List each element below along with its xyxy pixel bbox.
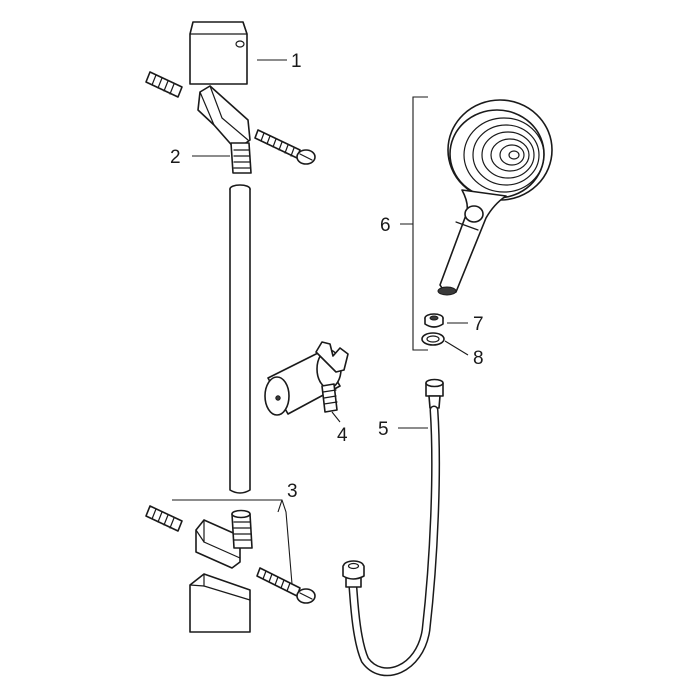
- sealing-ring: [421, 332, 445, 346]
- bottom-wall-bracket: [195, 509, 253, 569]
- callout-5: 5: [378, 419, 389, 440]
- top-wall-plug: [145, 71, 183, 98]
- top-screw: [254, 129, 316, 165]
- callout-1: 1: [291, 51, 302, 72]
- callout-8: 8: [473, 348, 484, 369]
- top-wall-bracket: [197, 85, 252, 174]
- callout-7: 7: [473, 314, 484, 335]
- bottom-screw: [256, 567, 316, 604]
- bottom-cover-cap: [189, 573, 251, 633]
- slide-rail: [229, 184, 251, 494]
- shower-hose: [342, 378, 444, 677]
- leader-bracket-6: [400, 96, 428, 351]
- callout-3: 3: [287, 481, 298, 502]
- spray-face-rings: [463, 117, 545, 193]
- top-cover-cap: [189, 21, 248, 85]
- filter-insert: [424, 313, 444, 328]
- bottom-wall-plug: [145, 505, 183, 532]
- shower-holder-slider: [264, 341, 349, 416]
- leader-line-3: [172, 499, 293, 585]
- leader-line-8: [444, 340, 469, 356]
- callout-4: 4: [337, 425, 348, 446]
- callout-2: 2: [170, 147, 181, 168]
- leader-line-4: [331, 411, 341, 423]
- hand-shower: [437, 99, 553, 296]
- callout-6: 6: [380, 215, 391, 236]
